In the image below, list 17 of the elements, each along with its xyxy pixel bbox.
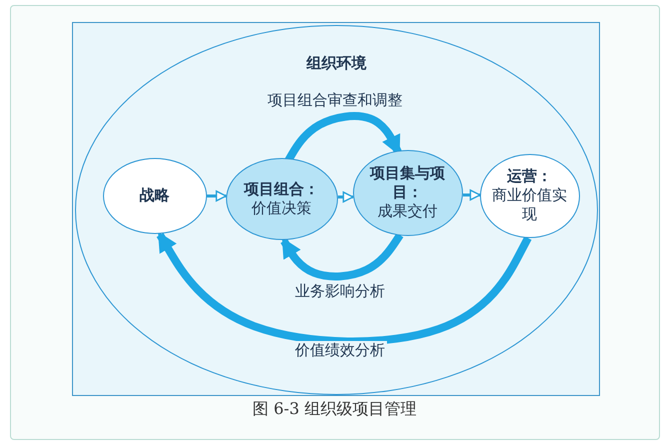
- node-text: 成果交付: [378, 202, 438, 221]
- figure-caption: 图 6-3 组织级项目管理: [252, 399, 418, 420]
- node-text: 商业价值实现: [492, 186, 568, 224]
- node-heading: 组织环境: [306, 54, 366, 73]
- node-heading: 运营：: [507, 167, 552, 186]
- node-heading: 项目组合：: [244, 180, 319, 198]
- edge-label: 项目组合审查和调整: [266, 90, 404, 110]
- arrow: [156, 232, 532, 346]
- node-text: 价值决策: [252, 198, 312, 218]
- arrow: [280, 232, 404, 280]
- arrow: [463, 189, 481, 201]
- edge-label: 价值绩效分析: [293, 340, 387, 360]
- node-heading: 项目集与项目：: [368, 164, 446, 202]
- arrow: [338, 191, 354, 203]
- node-heading: 战略: [140, 186, 170, 205]
- arrow: [207, 190, 227, 202]
- edge-label: 业务影响分析: [293, 282, 387, 300]
